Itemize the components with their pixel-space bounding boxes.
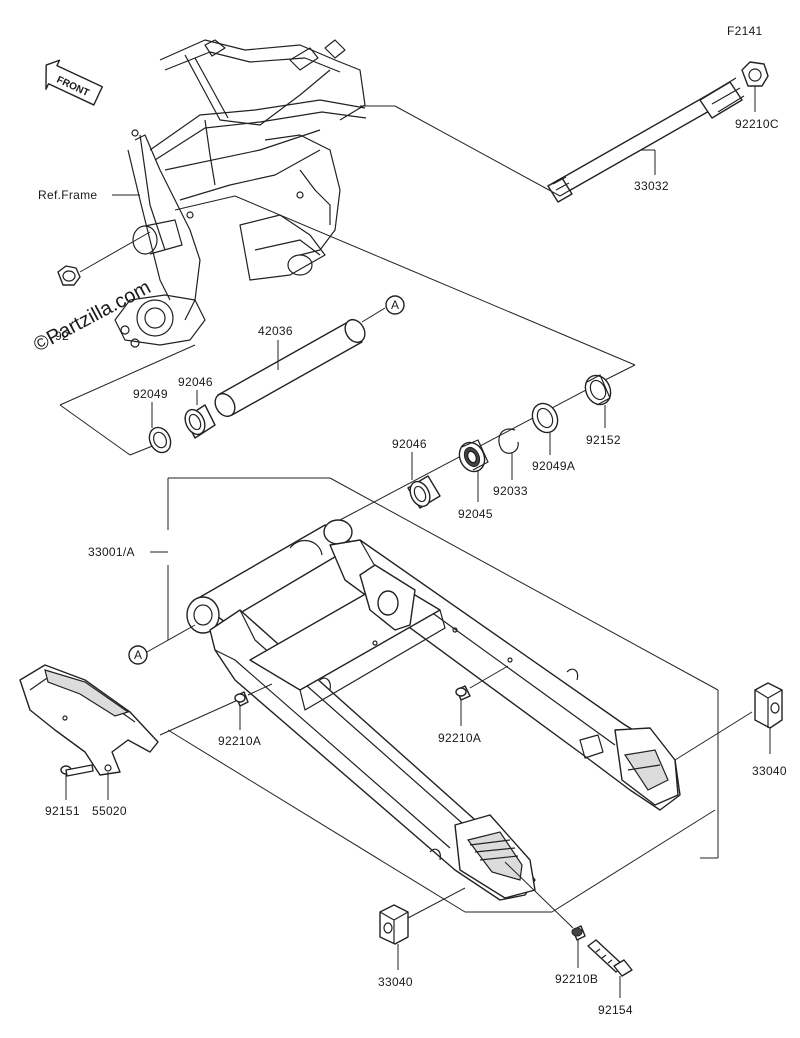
label-42036: 42036 — [258, 324, 293, 338]
label-92049: 92049 — [133, 387, 168, 401]
watermark: ©Partzilla.com — [30, 276, 154, 356]
seal-92152 — [584, 374, 612, 406]
bolt-92154-icon — [587, 939, 633, 977]
callout-a-bottom — [128, 645, 148, 665]
adjuster-block-33040-bottom — [379, 904, 409, 945]
spacer-42036 — [214, 318, 366, 418]
collar-92210A-mid-icon — [455, 685, 471, 701]
label-92152: 92152 — [586, 433, 621, 447]
label-55020: 55020 — [92, 804, 127, 818]
axle-33032 — [547, 77, 745, 203]
washer-92049A — [531, 402, 559, 434]
label-33001A: 33001/A — [88, 545, 135, 559]
callout-a-top-label: A — [391, 298, 399, 312]
collar-92210B-icon — [571, 925, 586, 941]
swingarm-33001A — [186, 519, 681, 901]
label-92210A-left: 92210A — [218, 734, 261, 748]
adjuster-block-33040-right — [754, 682, 783, 729]
label-33032: 33032 — [634, 179, 669, 193]
label-92210B: 92210B — [555, 972, 598, 986]
frame-drawing — [114, 39, 367, 348]
callout-a-top — [385, 295, 405, 315]
washer-92049 — [148, 426, 172, 454]
label-92046-left: 92046 — [178, 375, 213, 389]
front-arrow-icon: FRONT — [45, 59, 103, 106]
chain-guard-55020 — [19, 664, 159, 776]
frame-nut-icon — [57, 265, 81, 286]
label-92046-right: 92046 — [392, 437, 427, 451]
label-92049A: 92049A — [532, 459, 575, 473]
circlip-92033 — [498, 428, 519, 454]
nut-92210C-icon — [741, 61, 769, 87]
label-92210A-mid: 92210A — [438, 731, 481, 745]
callout-a-bottom-label: A — [134, 648, 142, 662]
label-92151: 92151 — [45, 804, 80, 818]
label-33040-right: 33040 — [752, 764, 787, 778]
label-92210C: 92210C — [735, 117, 779, 131]
ball-bearing-92045 — [458, 439, 489, 473]
needle-bearing-92046-left — [184, 404, 216, 439]
label-92154: 92154 — [598, 1003, 633, 1017]
collar-92210A-left-icon — [234, 691, 249, 707]
label-92045: 92045 — [458, 507, 493, 521]
diagram-id: F2141 — [727, 24, 763, 38]
label-33040-bottom: 33040 — [378, 975, 413, 989]
needle-bearing-92046-right — [407, 475, 441, 509]
label-92-frame-nut: 92 — [55, 329, 69, 343]
label-92033: 92033 — [493, 484, 528, 498]
ref-frame-label: Ref.Frame — [38, 188, 97, 202]
